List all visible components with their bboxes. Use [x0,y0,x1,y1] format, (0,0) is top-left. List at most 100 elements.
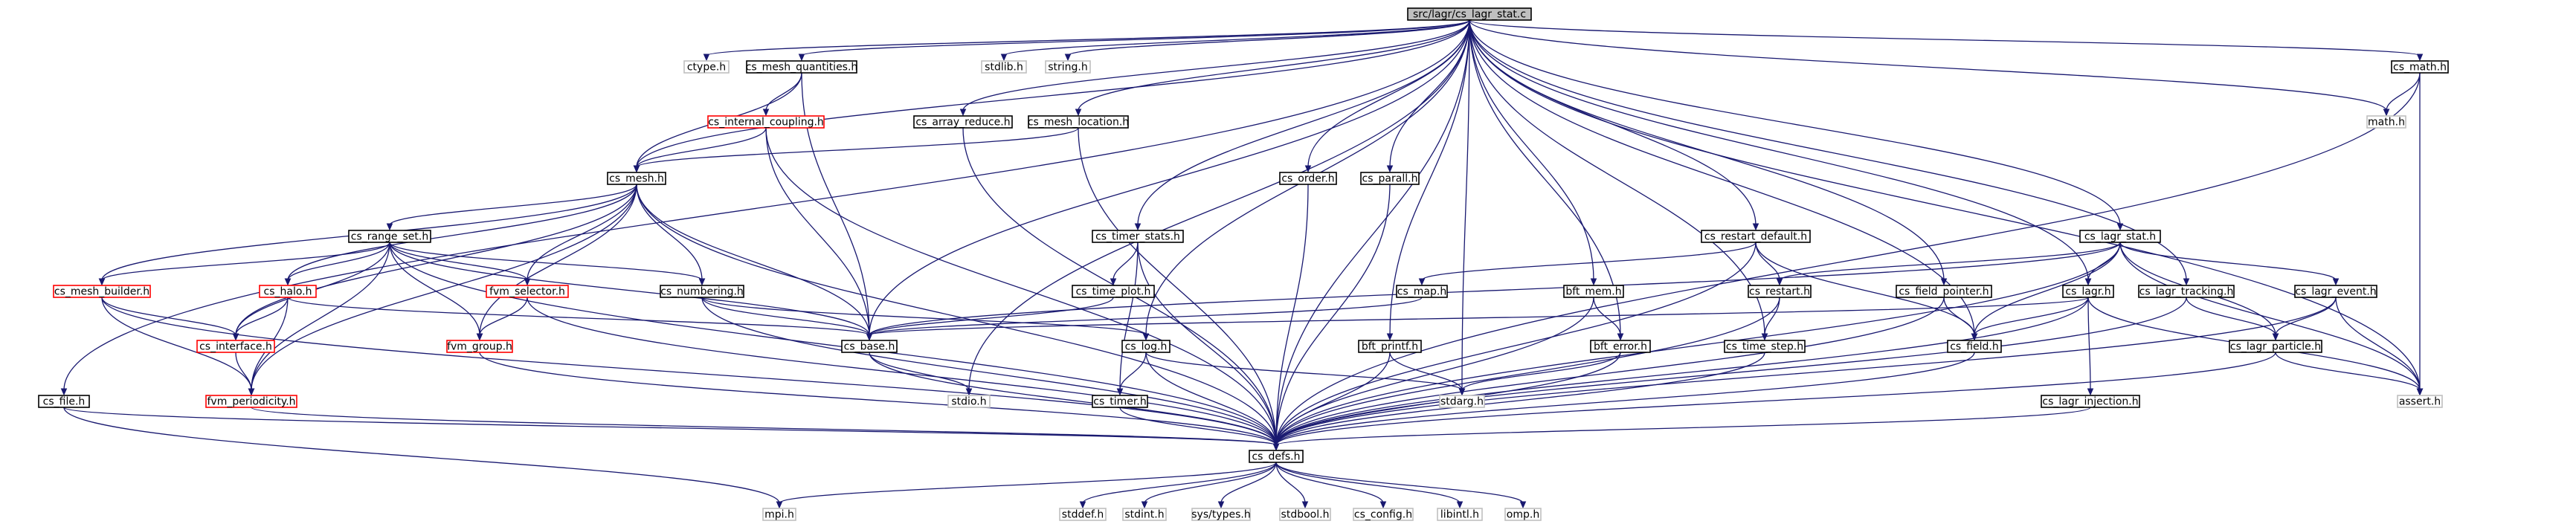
header-node-bft-error[interactable]: bft_error.h [1590,340,1651,353]
node-label: cs_base.h [844,341,895,353]
node-label: cs_mesh_builder.h [54,286,149,298]
node-box [2391,60,2449,74]
dependency-edge [63,407,1280,451]
dependency-edge [2119,242,2340,286]
header-node-cs-numbering[interactable]: cs_numbering.h [660,285,744,298]
node-label: cs_internal_coupling.h [708,117,824,129]
dependency-edge [1000,19,1470,62]
dependency-edge [1272,352,1975,451]
header-node-cs-mesh-quantities[interactable]: cs_mesh_quantities.h [746,60,858,74]
header-node-cs-mesh-builder[interactable]: cs_mesh_builder.h [53,285,151,298]
node-box [1701,230,1811,243]
header-node-cs-math[interactable]: cs_math.h [2391,60,2449,74]
node-label: cs_restart_default.h [1704,231,1807,243]
header-node-cs-lagr[interactable]: cs_lagr.h [2062,285,2114,298]
header-node-cs-restart[interactable]: cs_restart.h [1748,285,1812,298]
node-box [1028,115,1129,129]
header-node-cs-lagr-particle[interactable]: cs_lagr_particle.h [2229,340,2322,353]
header-node-bft-printf[interactable]: bft_printf.h [1358,340,1422,353]
node-label: math.h [2368,117,2405,129]
dependency-edge [2416,73,2424,396]
node-box [913,115,1013,129]
node-box [1092,230,1184,243]
node-box [486,285,569,298]
header-node-cs-timer-stats[interactable]: cs_timer_stats.h [1092,230,1184,243]
dependency-edge [232,297,289,341]
dependency-edge [703,19,1470,62]
header-node-string: string.h [1045,60,1091,74]
header-node-cs-file[interactable]: cs_file.h [38,395,90,408]
header-node-fvm-periodicity[interactable]: fvm_periodicity.h [205,395,297,408]
dependency-edge [101,297,239,341]
dependency-edge [1110,242,1139,286]
node-label: cs_interface.h [199,341,272,353]
header-node-fvm-selector[interactable]: fvm_selector.h [486,285,569,298]
header-node-cs-lagr-tracking[interactable]: cs_lagr_tracking.h [2138,285,2235,298]
dependency-edge [1141,462,1277,509]
node-box [1122,508,1167,521]
node-label: stdint.h [1124,509,1164,521]
node-label: bft_printf.h [1362,341,1418,353]
header-node-cs-halo[interactable]: cs_halo.h [259,285,317,298]
node-label: cs_lagr_injection.h [2042,396,2138,408]
node-box [1947,340,2002,353]
dependency-edge [1272,407,2091,451]
header-node-cs-lagr-injection[interactable]: cs_lagr_injection.h [2041,395,2140,408]
root-file-node[interactable]: src/lagr/cs_lagr_stat.c [1407,7,1532,21]
node-box [746,60,857,74]
node-box [1353,508,1414,521]
dependency-edge [1469,19,2390,117]
header-node-cs-map[interactable]: cs_map.h [1396,285,1448,298]
node-label: bft_error.h [1594,341,1647,353]
node-label: cs_log.h [1125,341,1168,353]
header-node-cs-restart-default[interactable]: cs_restart_default.h [1701,230,1811,243]
header-node-cs-base[interactable]: cs_base.h [841,340,898,353]
node-box [1358,340,1422,353]
dependency-edge [287,297,873,341]
dependency-edge [1079,462,1277,509]
header-node-cs-field[interactable]: cs_field.h [1947,340,2002,353]
header-node-cs-order[interactable]: cs_order.h [1279,172,1337,185]
dependency-edge [633,19,1470,173]
node-label: cs_math.h [2393,62,2447,74]
dependency-edge [1275,462,1387,509]
node-label: cs_field_pointer.h [1899,286,1989,298]
header-node-fvm-group[interactable]: fvm_group.h [446,340,513,353]
dependency-edge [1469,19,2190,286]
dependency-edge [386,184,637,231]
header-node-cs-field-pointer[interactable]: cs_field_pointer.h [1896,285,1992,298]
node-box [1896,285,1992,298]
node-box [1045,60,1091,74]
header-node-cs-array-reduce[interactable]: cs_array_reduce.h [913,115,1013,129]
header-node-stdio: stdio.h [947,395,991,408]
node-label: cs_mesh.h [609,173,664,185]
header-node-cs-log[interactable]: cs_log.h [1121,340,1171,353]
node-box [660,285,744,298]
header-node-cs-defs[interactable]: cs_defs.h [1249,450,1304,463]
header-node-bft-mem[interactable]: bft_mem.h [1563,285,1624,298]
dependency-edge [866,297,1114,341]
node-label: cs_parall.h [1362,173,1418,185]
header-node-cs-time-step[interactable]: cs_time_step.h [1724,340,1806,353]
header-node-cs-parall[interactable]: cs_parall.h [1360,172,1420,185]
header-node-cs-time-plot[interactable]: cs_time_plot.h [1072,285,1155,298]
node-box [1407,7,1532,21]
header-node-cs-internal-coupling[interactable]: cs_internal_coupling.h [707,115,825,129]
dependency-edge [1469,19,2124,231]
header-node-cs-mesh-location[interactable]: cs_mesh_location.h [1028,115,1129,129]
header-node-stdbool: stdbool.h [1279,508,1331,521]
dependency-edge [1272,297,1594,451]
header-node-cs-mesh[interactable]: cs_mesh.h [607,172,666,185]
header-node-assert: assert.h [2397,395,2443,408]
header-node-cs-range-set[interactable]: cs_range_set.h [348,230,431,243]
node-box [2229,340,2322,353]
node-label: fvm_periodicity.h [207,396,295,408]
dependency-edge [1145,352,1466,396]
node-label: cs_order.h [1281,173,1334,185]
header-node-cs-timer[interactable]: cs_timer.h [1092,395,1148,408]
header-node-cs-lagr-stat[interactable]: cs_lagr_stat.h [2079,230,2161,243]
header-node-cs-lagr-event[interactable]: cs_lagr_event.h [2294,285,2377,298]
header-node-stddef: stddef.h [1059,508,1107,521]
header-node-cs-interface[interactable]: cs_interface.h [196,340,275,353]
node-label: cs_map.h [1397,286,1446,298]
